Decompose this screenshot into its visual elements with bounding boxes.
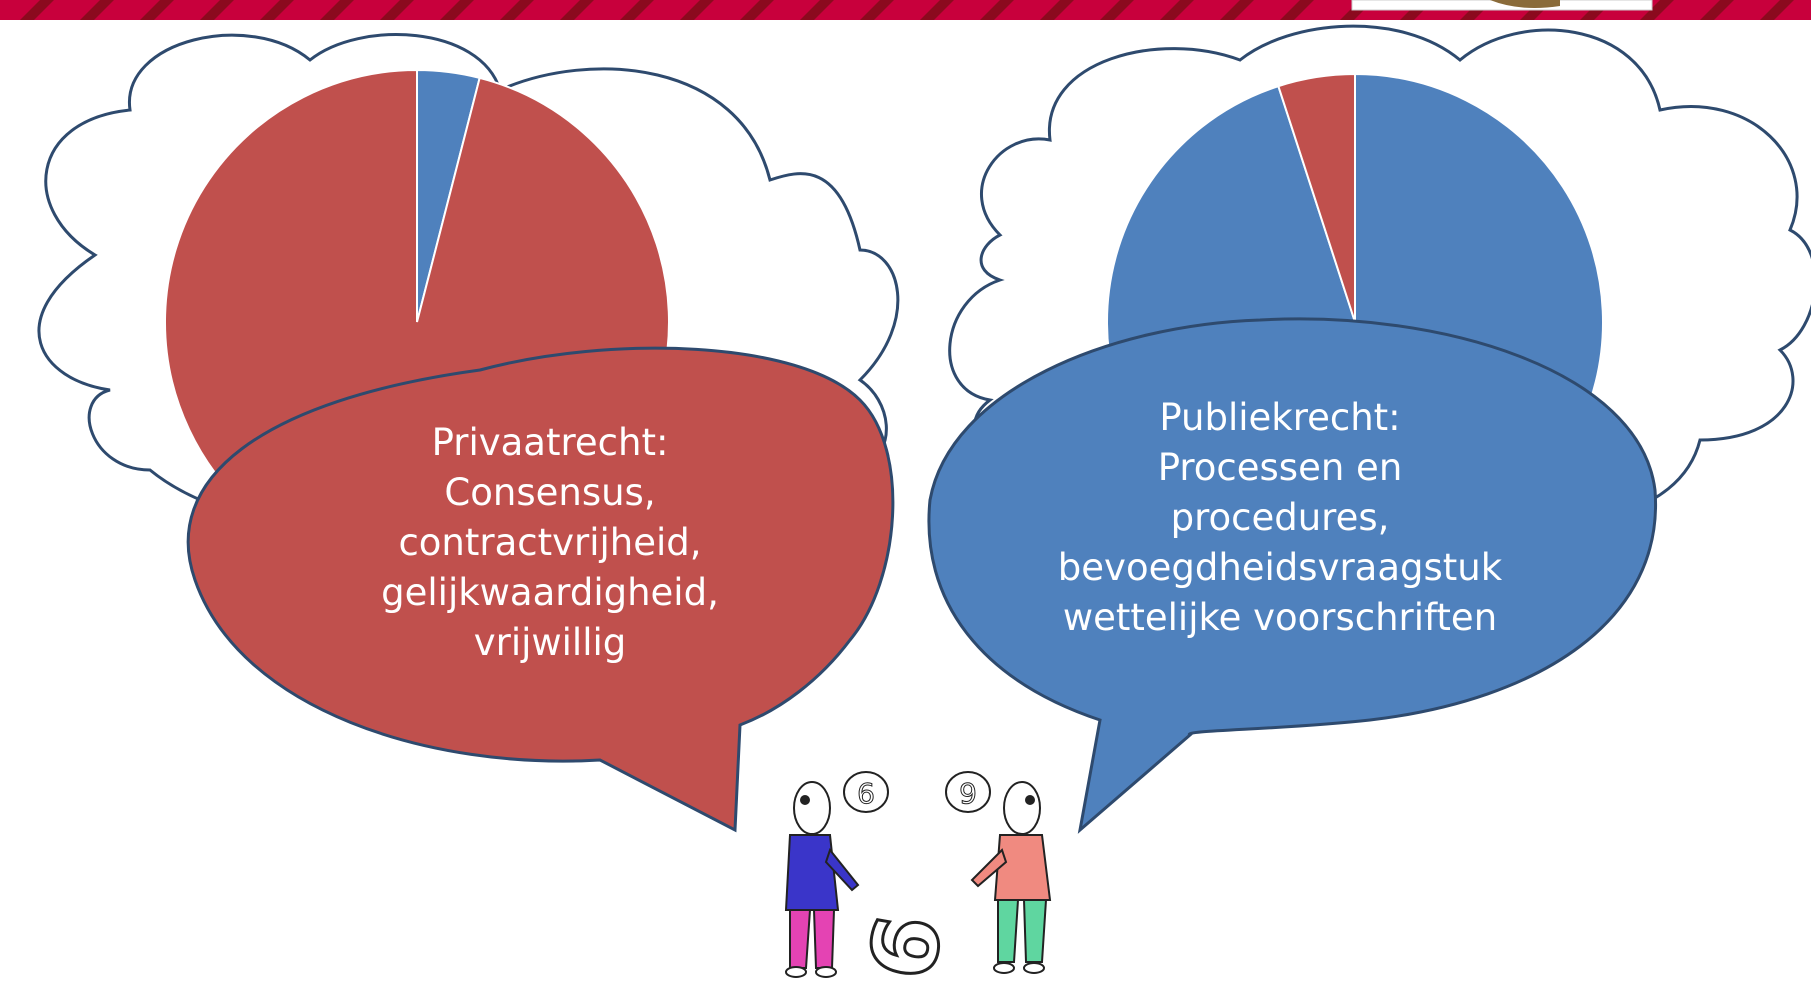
pie-slice (1277, 72, 1356, 323)
cartoon-left-bubble (843, 771, 889, 813)
right-speech-bubble (927, 317, 1658, 834)
publiekrecht-line: bevoegdheidsvraagstuk (1057, 546, 1503, 589)
cartoon-six-or-nine-illustration: 6 9 6 (745, 728, 1067, 989)
privaatrecht-line: contractvrijheid, (398, 521, 702, 564)
publiekrecht-text: Publiekrecht: Processen en procedures, b… (1010, 393, 1550, 643)
publiekrecht-line: wettelijke voorschriften (1062, 596, 1498, 639)
header-photo-thumbnail (1351, 0, 1653, 11)
privaatrecht-line: gelijkwaardigheid, (381, 571, 719, 614)
header-photo-object (1490, 0, 1560, 8)
cartoon-left-bubble-digit: 6 (857, 777, 875, 810)
cartoon-right-bubble-digit: 9 (959, 777, 977, 810)
publiekrecht-line: Processen en (1157, 446, 1403, 489)
person-left-illustration (784, 781, 860, 978)
privaatrecht-line: vrijwillig (473, 621, 627, 664)
person-right-illustration (970, 781, 1052, 974)
left-speech-bubble (186, 346, 895, 833)
cartoon-right-bubble (945, 771, 991, 813)
privaatrecht-line: Consensus, (444, 471, 656, 514)
privaatrecht-line: Privaatrecht: (431, 421, 669, 464)
publiekrecht-line: Publiekrecht: (1159, 396, 1401, 439)
publiekrecht-line: procedures, (1170, 496, 1390, 539)
privaatrecht-text: Privaatrecht: Consensus, contractvrijhei… (330, 418, 770, 668)
